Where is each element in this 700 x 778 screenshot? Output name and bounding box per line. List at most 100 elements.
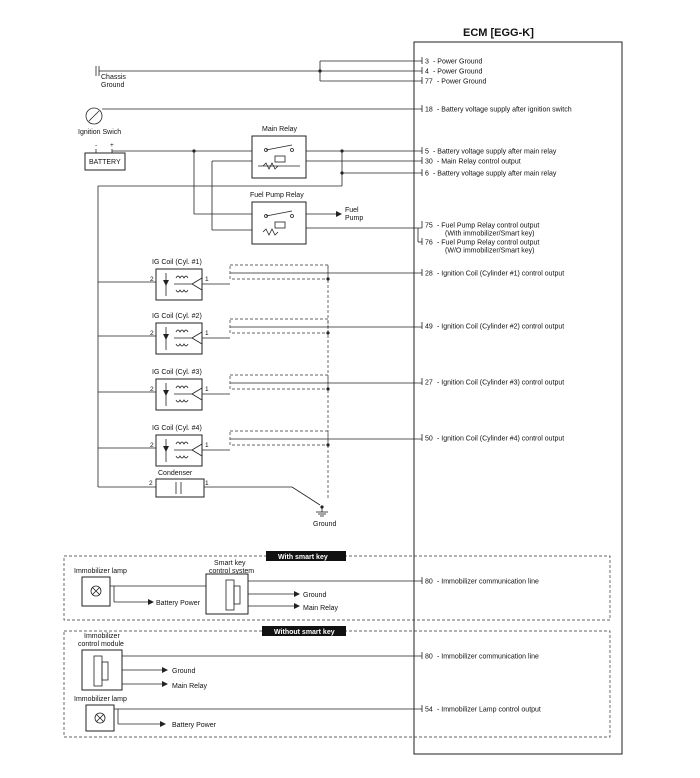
with-smart-key-banner: With smart key bbox=[278, 554, 328, 561]
ecm-pin-18: 18 - Battery voltage supply after ignitio… bbox=[421, 105, 572, 114]
sk-battery-power-label: Battery Power bbox=[156, 600, 201, 607]
ecm-pin-49: 49 - Ignition Coil (Cylinder #2) control … bbox=[421, 322, 564, 331]
ig-coil-label: IG Coil (Cyl. #2) bbox=[152, 313, 202, 320]
ecm-pin-label: - Power Ground bbox=[437, 79, 487, 86]
ecm-pin-number: 4 bbox=[425, 69, 429, 76]
with-smart-key-section: With smart key Immobilizer lamp Battery … bbox=[63, 551, 611, 621]
nsk-immobilizer-lamp-label: Immobilizer lamp bbox=[74, 696, 127, 703]
without-smart-key-banner: Without smart key bbox=[274, 629, 335, 636]
ecm-pin-label: - Immobilizer communication line bbox=[437, 579, 539, 586]
ig-coil-label: IG Coil (Cyl. #3) bbox=[152, 369, 202, 376]
condenser-pin-2: 2 bbox=[149, 480, 153, 487]
battery-label: BATTERY bbox=[89, 159, 121, 166]
ecm-pin-27: 27 - Ignition Coil (Cylinder #3) control … bbox=[421, 378, 564, 387]
ecm-pin-number: 5 bbox=[425, 149, 429, 156]
ecm-pin-number: 30 bbox=[425, 159, 433, 166]
ecm-pin-54: 54 - Immobilizer Lamp control output bbox=[421, 705, 541, 714]
ecm-pin-50: 50 - Ignition Coil (Cylinder #4) control … bbox=[421, 434, 564, 443]
ecm-pin-number: 27 bbox=[425, 380, 433, 387]
ig-coil-pin-1: 1 bbox=[205, 330, 209, 337]
ecm-box bbox=[413, 41, 623, 755]
ecm-pin-6: 6 - Battery voltage supply after main rel… bbox=[421, 169, 557, 178]
ig-coil-2: IG Coil (Cyl. #2) 2 1 bbox=[98, 313, 422, 355]
sk-immobilizer-lamp-label: Immobilizer lamp bbox=[74, 568, 127, 575]
ecm-pin-number: 76 bbox=[425, 240, 433, 247]
ecm-pin-label: - Immobilizer Lamp control output bbox=[437, 707, 541, 714]
ig-coil-pin-2: 2 bbox=[150, 386, 154, 393]
ecm-pin-number: 6 bbox=[425, 171, 429, 178]
ecm-pin-label: - Ignition Coil (Cylinder #1) control ou… bbox=[437, 271, 564, 278]
main-relay-label: Main Relay bbox=[262, 126, 298, 133]
ecm-pin-80: 80 - Immobilizer communication line bbox=[421, 652, 539, 661]
ignition-switch-label: Ignition Swich bbox=[78, 129, 121, 136]
ecm-pin-76: 76 - Fuel Pump Relay control output(W/O i… bbox=[421, 238, 539, 255]
ecm-pin-4: 4 - Power Ground bbox=[421, 67, 483, 76]
ecm-pin-number: 77 bbox=[425, 79, 433, 86]
ecm-pin-label: - Battery voltage supply after main rela… bbox=[433, 171, 557, 178]
ecm-pin-5: 5 - Battery voltage supply after main rel… bbox=[421, 147, 557, 156]
battery: BATTERY - + bbox=[84, 142, 258, 171]
ig-coil-1: IG Coil (Cyl. #1) 2 1 bbox=[98, 259, 422, 301]
ig-coil-label: IG Coil (Cyl. #1) bbox=[152, 259, 202, 266]
condenser: Condenser 2 1 bbox=[98, 470, 321, 506]
ground-symbol: Ground bbox=[313, 505, 336, 528]
battery-minus: - bbox=[95, 142, 97, 149]
ecm-pin-label: - Power Ground bbox=[433, 69, 483, 76]
main-relay: Main Relay bbox=[98, 126, 422, 230]
ecm-pin-number: 28 bbox=[425, 271, 433, 278]
ecm-pin-label: - Fuel Pump Relay control output(With im… bbox=[437, 223, 539, 238]
ecm-pin-label: - Ignition Coil (Cylinder #4) control ou… bbox=[437, 436, 564, 443]
sk-ground-label: Ground bbox=[303, 592, 326, 599]
ecm-pin-77: 77 - Power Ground bbox=[421, 77, 487, 86]
ecm-pin-number: 3 bbox=[425, 59, 429, 66]
ecm-pin-number: 75 bbox=[425, 223, 433, 230]
condenser-pin-1: 1 bbox=[205, 480, 209, 487]
ecm-pin-28: 28 - Ignition Coil (Cylinder #1) control … bbox=[421, 269, 564, 278]
ecm-pin-75: 75 - Fuel Pump Relay control output(With … bbox=[421, 221, 539, 238]
ecm-pin-number: 80 bbox=[425, 654, 433, 661]
ecm-pin-label: - Ignition Coil (Cylinder #2) control ou… bbox=[437, 324, 564, 331]
ecm-pin-label: - Main Relay control output bbox=[437, 159, 521, 166]
ecm-pin-number: 49 bbox=[425, 324, 433, 331]
ig-coil-pin-1: 1 bbox=[205, 386, 209, 393]
ig-coil-pin-1: 1 bbox=[205, 442, 209, 449]
ground-label: Ground bbox=[313, 521, 336, 528]
sk-main-relay-label: Main Relay bbox=[303, 605, 339, 612]
nsk-main-relay-label: Main Relay bbox=[172, 683, 208, 690]
battery-plus: + bbox=[110, 142, 114, 149]
condenser-label: Condenser bbox=[158, 470, 193, 477]
ig-coil-4: IG Coil (Cyl. #4) 2 1 bbox=[98, 425, 422, 467]
ecm-title: ECM [EGG-K] bbox=[463, 27, 534, 39]
ig-coil-pin-2: 2 bbox=[150, 276, 154, 283]
ecm-pin-80: 80 - Immobilizer communication line bbox=[421, 577, 539, 586]
nsk-battery-power-label: Battery Power bbox=[172, 722, 217, 729]
ecm-pin-number: 80 bbox=[425, 579, 433, 586]
ecm-pin-label: - Battery voltage supply after ignition … bbox=[437, 107, 572, 114]
ignition-switch: Ignition Swich bbox=[78, 107, 422, 136]
ecm-pin-label: - Ignition Coil (Cylinder #3) control ou… bbox=[437, 380, 564, 387]
ecm-pin-label: - Power Ground bbox=[433, 59, 483, 66]
ecm-pin-3: 3 - Power Ground bbox=[421, 57, 483, 66]
ecm-pin-label: - Battery voltage supply after main rela… bbox=[433, 149, 557, 156]
ig-coil-pin-2: 2 bbox=[150, 442, 154, 449]
ig-coil-pin-1: 1 bbox=[205, 276, 209, 283]
nsk-ground-label: Ground bbox=[172, 668, 195, 675]
ecm-pin-label: - Fuel Pump Relay control output(W/O imm… bbox=[437, 240, 539, 255]
ecm-pin-30: 30 - Main Relay control output bbox=[421, 157, 521, 166]
ecm-pin-label: - Immobilizer communication line bbox=[437, 654, 539, 661]
ecm-pin-number: 54 bbox=[425, 707, 433, 714]
ecm-pin-number: 50 bbox=[425, 436, 433, 443]
ig-coil-pin-2: 2 bbox=[150, 330, 154, 337]
fuel-pump-relay-label: Fuel Pump Relay bbox=[250, 192, 304, 199]
ecm-pin-number: 18 bbox=[425, 107, 433, 114]
ig-coil-label: IG Coil (Cyl. #4) bbox=[152, 425, 202, 432]
